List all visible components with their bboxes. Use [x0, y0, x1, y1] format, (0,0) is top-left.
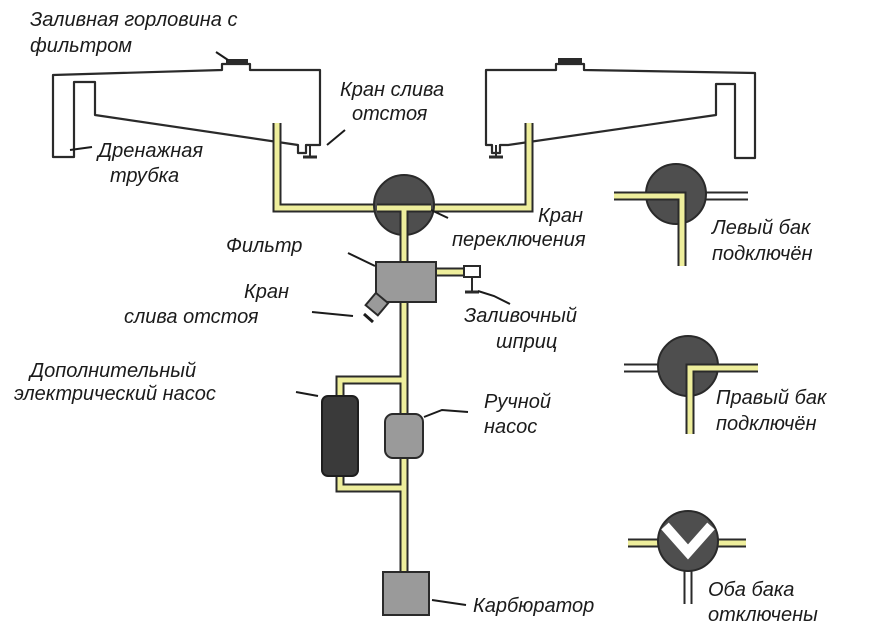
label-electric-pump: Дополнительный электрический насос	[14, 360, 216, 405]
label-tank-sediment-drain: Кран слива отстоя	[340, 79, 450, 125]
right-filler-cap	[558, 58, 582, 65]
filter-drain-cock	[363, 312, 374, 324]
label-filter-sediment-drain: Кран слива отстоя	[124, 281, 295, 328]
selector-both-off	[628, 510, 746, 604]
label-priming-syringe: Заливочный шприц	[464, 305, 583, 353]
label-filler-neck: Заливная горловина с фильтром	[30, 9, 243, 57]
right-tank	[484, 58, 757, 160]
leader-lines	[69, 51, 511, 606]
left-tank	[51, 59, 322, 159]
priming-syringe	[463, 265, 481, 294]
label-drain-tube: Дренажная трубка	[96, 140, 209, 187]
selector-right-tank-on	[624, 335, 758, 434]
label-right-tank-on: Правый бак подключён	[716, 387, 832, 435]
label-both-off: Оба бака отключены	[708, 579, 818, 626]
label-selector-valve: Кран переключения	[452, 205, 589, 251]
label-left-tank-on: Левый бак подключён	[710, 217, 816, 265]
selector-valve	[373, 174, 435, 236]
electric-pump	[321, 395, 359, 477]
label-filter: Фильтр	[226, 235, 302, 257]
filter	[363, 261, 437, 324]
label-carburetor: Карбюратор	[473, 595, 594, 617]
carburetor	[382, 571, 430, 616]
label-hand-pump: Ручной насос	[484, 391, 557, 438]
left-filler-cap	[226, 59, 248, 65]
hand-pump	[384, 413, 424, 459]
selector-left-tank-on	[614, 163, 748, 266]
